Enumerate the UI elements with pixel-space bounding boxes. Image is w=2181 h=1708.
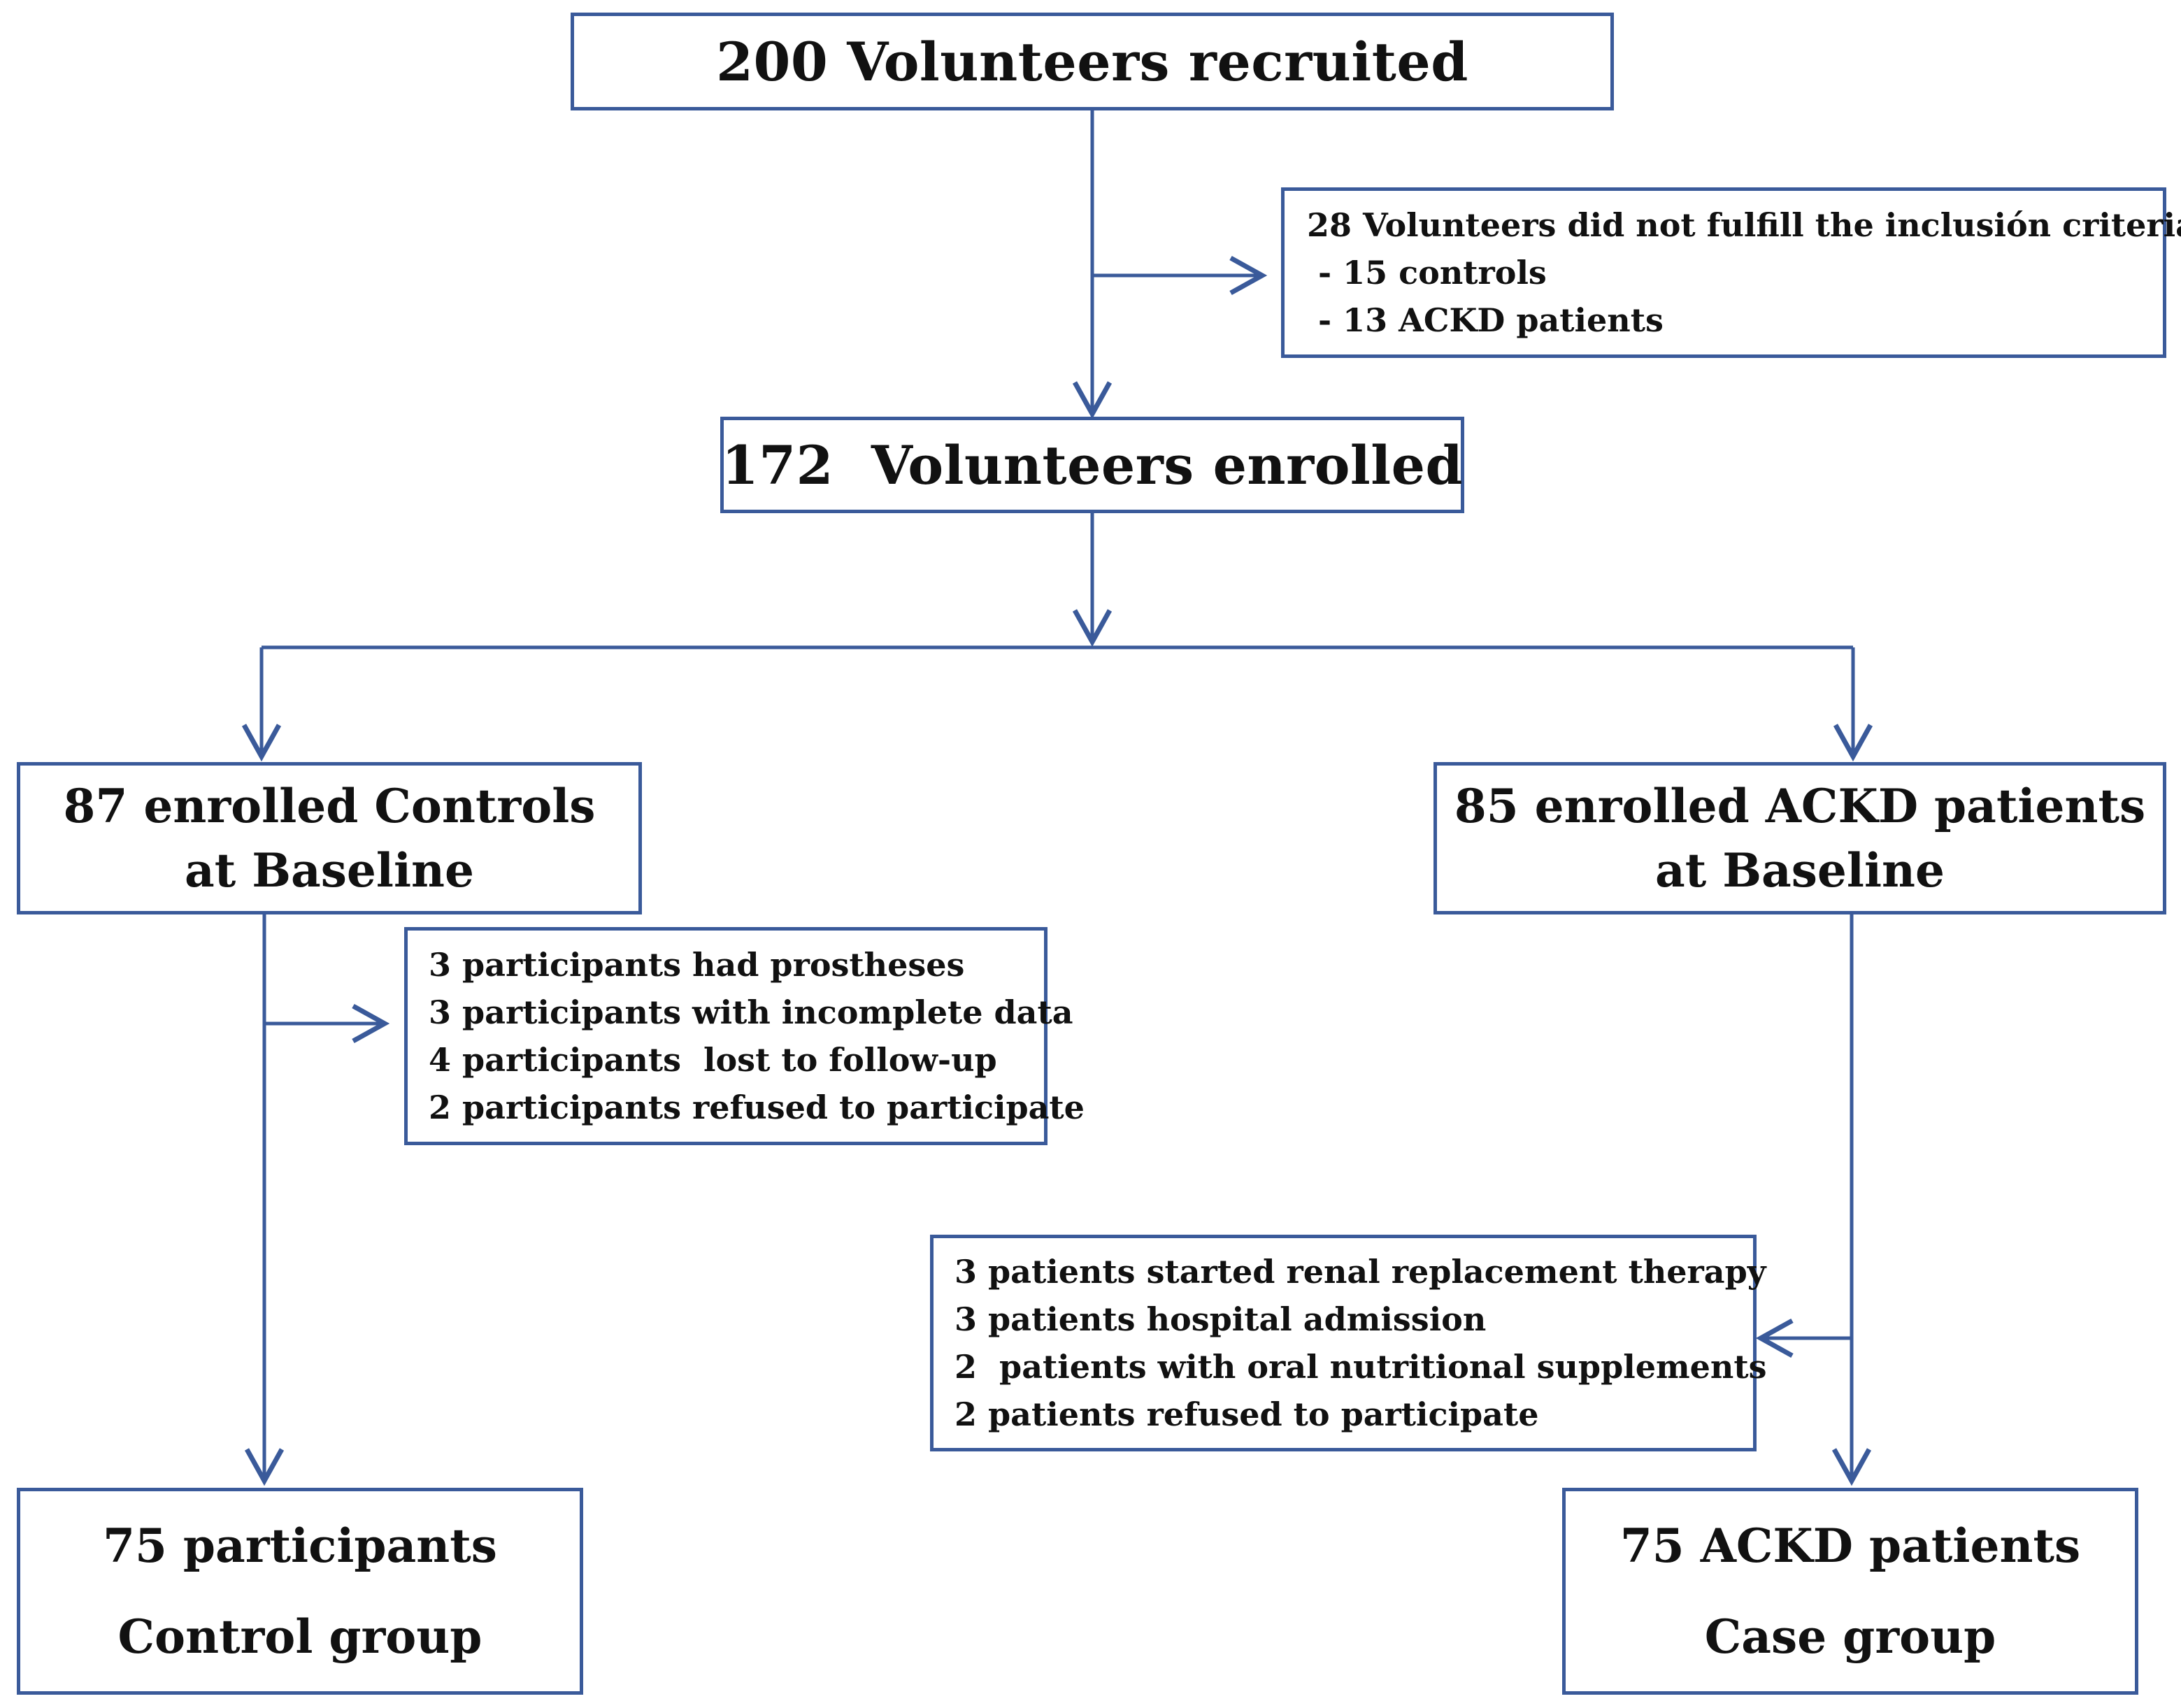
case-group-line1: 75 ACKD patients	[1619, 1519, 2081, 1573]
ackd-excluded-line: 2 patients with oral nutritional supplem…	[954, 1348, 1767, 1386]
control-group-line2: Control group	[117, 1609, 482, 1664]
ackd-baseline-line1: 85 enrolled ACKD patients	[1454, 779, 2146, 833]
ackd-excluded-line: 3 patients hospital admission	[954, 1300, 1487, 1338]
control-group-line1: 75 participants	[103, 1519, 497, 1573]
ackd-baseline-box: 85 enrolled ACKD patients at Baseline	[1433, 762, 2166, 914]
recruited-box: 200 Volunteers recruited	[571, 13, 1614, 110]
controls-excluded-line: 4 participants lost to follow-up	[429, 1041, 997, 1079]
case-group-line2: Case group	[1704, 1609, 1996, 1664]
controls-excluded-line: 3 participants had prostheses	[429, 946, 965, 984]
recruited-text: 200 Volunteers recruited	[716, 30, 1468, 93]
case-group-box: 75 ACKD patients Case group	[1562, 1488, 2138, 1695]
controls-baseline-box: 87 enrolled Controls at Baseline	[17, 762, 642, 914]
enrolled-text: 172 Volunteers enrolled	[721, 433, 1464, 496]
control-group-box: 75 participants Control group	[17, 1488, 583, 1695]
controls-excluded-line: 2 participants refused to participate	[429, 1089, 1085, 1126]
ackd-excluded-line: 3 patients started renal replacement the…	[954, 1253, 1766, 1291]
ackd-excluded-line: 2 patients refused to participate	[954, 1395, 1539, 1433]
enrolled-box: 172 Volunteers enrolled	[720, 417, 1464, 513]
excluded-line: - 13 ACKD patients	[1307, 301, 1664, 339]
ackd-baseline-line2: at Baseline	[1654, 843, 1945, 898]
controls-excluded-line: 3 participants with incomplete data	[429, 993, 1073, 1031]
controls-baseline-line2: at Baseline	[184, 843, 475, 898]
controls-excluded-box: 3 participants had prostheses 3 particip…	[404, 927, 1085, 1145]
controls-baseline-line1: 87 enrolled Controls	[63, 779, 596, 833]
ackd-excluded-box: 3 patients started renal replacement the…	[930, 1235, 1767, 1451]
excluded-line: 28 Volunteers did not fulfill the inclus…	[1307, 206, 2181, 244]
excluded-line: - 15 controls	[1307, 254, 1547, 292]
excluded-box: 28 Volunteers did not fulfill the inclus…	[1281, 187, 2181, 358]
